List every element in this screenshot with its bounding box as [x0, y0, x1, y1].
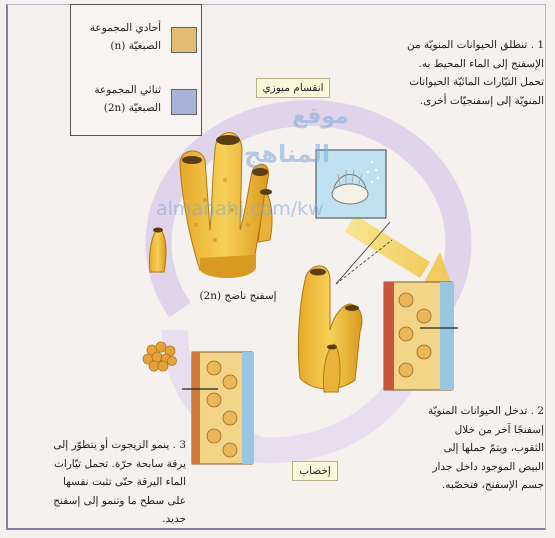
- adult-sponge: [180, 132, 272, 278]
- legend-item-haploid: أحادي المجموعة الصبغيّة (n): [77, 19, 197, 63]
- step-1-text: تنطلق الحيوانات المنويّة من الإسفنج إلى …: [407, 39, 544, 107]
- step-2: 2 . تدخل الحيوانات المنويّة إسفنجًا آخر …: [422, 402, 544, 495]
- meiosis-label: انقسام ميوزي: [256, 78, 330, 98]
- fertilization-label: إخصاب: [292, 461, 338, 481]
- step-3: 3 . ينمو الزيجوت أو يتطوّر إلى يرقة سابح…: [46, 436, 186, 529]
- second-sponge: [298, 266, 361, 392]
- step-1: 1 . تنطلق الحيوانات المنويّة من الإسفنج …: [404, 36, 544, 110]
- sperm-arrow: [345, 215, 452, 290]
- legend-swatch-diploid: [171, 89, 197, 115]
- legend-item-diploid: ثنائي المجموعة الصبغيّة (2n): [77, 81, 197, 125]
- step-2-number: 2 .: [531, 405, 544, 417]
- legend-swatch-haploid: [171, 27, 197, 53]
- legend-label-haploid: أحادي المجموعة الصبغيّة (n): [77, 19, 161, 55]
- step-3-text: ينمو الزيجوت أو يتطوّر إلى يرقة سابحة حر…: [53, 439, 186, 525]
- step-2-text: تدخل الحيوانات المنويّة إسفنجًا آخر من خ…: [428, 405, 544, 491]
- collar-cell-inset: [316, 150, 392, 284]
- step-1-number: 1 .: [531, 39, 544, 51]
- legend-label-diploid: ثنائي المجموعة الصبغيّة (2n): [77, 81, 161, 117]
- step-3-number: 3 .: [173, 439, 186, 451]
- body-wall-section-left: [182, 352, 254, 464]
- legend: أحادي المجموعة الصبغيّة (n) ثنائي المجمو…: [70, 4, 202, 136]
- adult-sponge-label: إسفنج ناضج (2n): [186, 290, 290, 302]
- body-wall-section-right: [384, 282, 458, 390]
